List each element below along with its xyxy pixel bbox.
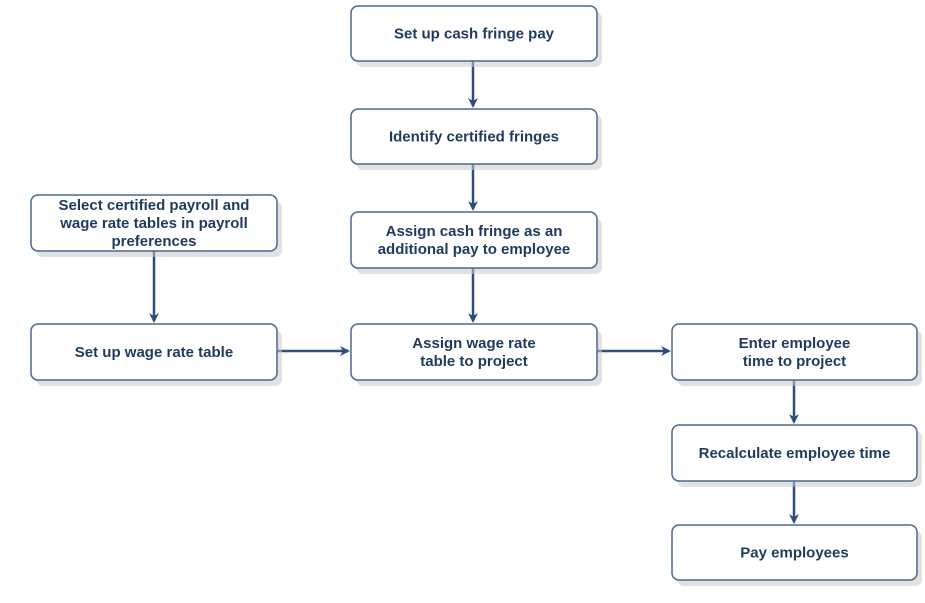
node-box [350,211,598,269]
node-box [350,108,598,165]
node-label-line: Set up wage rate table [75,344,233,361]
node-box [30,323,278,381]
node-label-line: Enter employee [739,335,851,352]
node-label-line: Identify certified fringes [389,129,559,146]
node-setup-cash-fringe: Set up cash fringe pay [350,5,602,67]
node-box [671,323,918,381]
node-label-line: Set up cash fringe pay [394,26,555,43]
node-label-line: Select certified payroll and [59,197,250,214]
node-box [671,424,918,482]
node-label-line: wage rate tables in payroll [59,215,248,232]
node-box [350,5,598,62]
node-label-line: Assign cash fringe as an [386,223,563,240]
node-label-line: table to project [420,353,528,370]
node-pay-employees: Pay employees [671,524,922,586]
node-identify-fringes: Identify certified fringes [350,108,602,170]
node-setup-wage-rate-table: Set up wage rate table [30,323,282,386]
node-box [30,194,278,252]
node-recalculate-time: Recalculate employee time [671,424,922,487]
node-box [671,524,918,581]
connectors [149,61,799,524]
node-label-line: additional pay to employee [378,241,571,258]
node-box [350,323,598,381]
node-label-line: Pay employees [740,545,848,562]
node-label-line: Assign wage rate [412,335,535,352]
node-label-line: time to project [743,353,846,370]
node-label-line: preferences [111,233,196,250]
node-label-line: Recalculate employee time [699,445,891,462]
